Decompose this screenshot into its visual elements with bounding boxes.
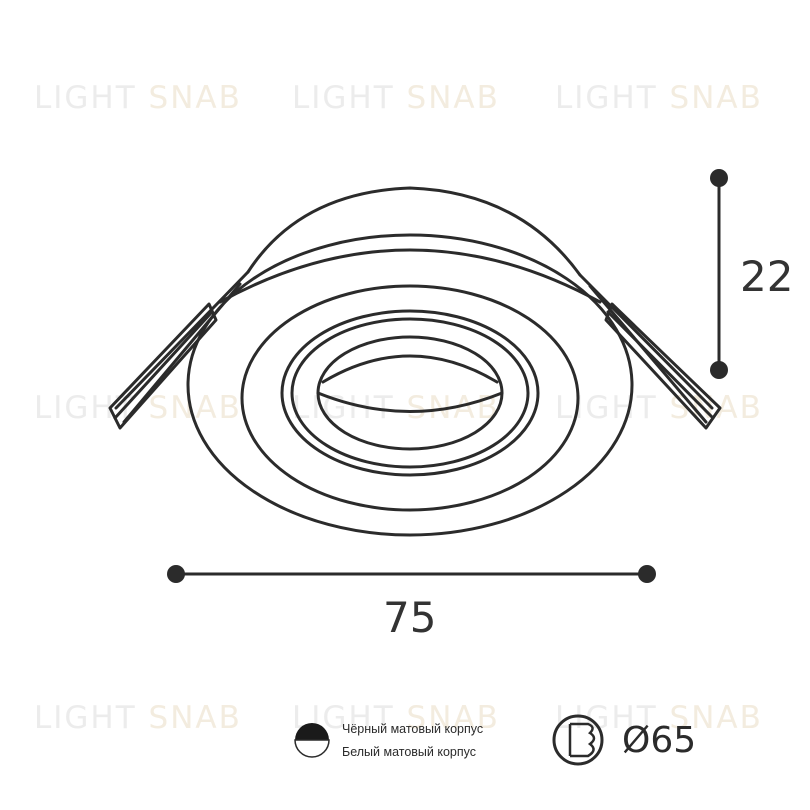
watermark-logo: LIGHT SNAB: [292, 80, 500, 116]
watermark-logo: LIGHT SNAB: [34, 700, 242, 736]
left-spring-clip: [108, 270, 250, 430]
inner-flange-ring: [240, 284, 580, 512]
legend-white-body: Белый матовый корпус: [342, 745, 477, 759]
color-swatch-icon: [294, 723, 330, 758]
legend-black-body: Чёрный матовый корпус: [342, 722, 484, 736]
cutout-diameter-label: Ø65: [622, 720, 697, 761]
flange-rim: [218, 248, 602, 304]
bezel-outer: [280, 309, 540, 477]
watermark-logo: LIGHT SNAB: [34, 80, 242, 116]
watermark-logo: LIGHT SNAB: [555, 700, 763, 736]
reflector-lip: [316, 391, 504, 413]
reflector-cup: [316, 335, 504, 451]
width-dimension-label: 75: [383, 593, 437, 642]
housing-dome: [246, 186, 582, 277]
width-dimension: [167, 565, 656, 583]
outer-flange: [186, 233, 634, 537]
height-dimension: [710, 169, 728, 379]
height-dimension-label: 22: [740, 252, 794, 301]
watermark-logo: LIGHT SNAB: [555, 80, 763, 116]
right-spring-clip: [578, 273, 722, 430]
reflector-inner-edge: [321, 354, 499, 384]
cutout-hole-icon: [552, 714, 604, 766]
bezel-inner: [290, 317, 530, 469]
